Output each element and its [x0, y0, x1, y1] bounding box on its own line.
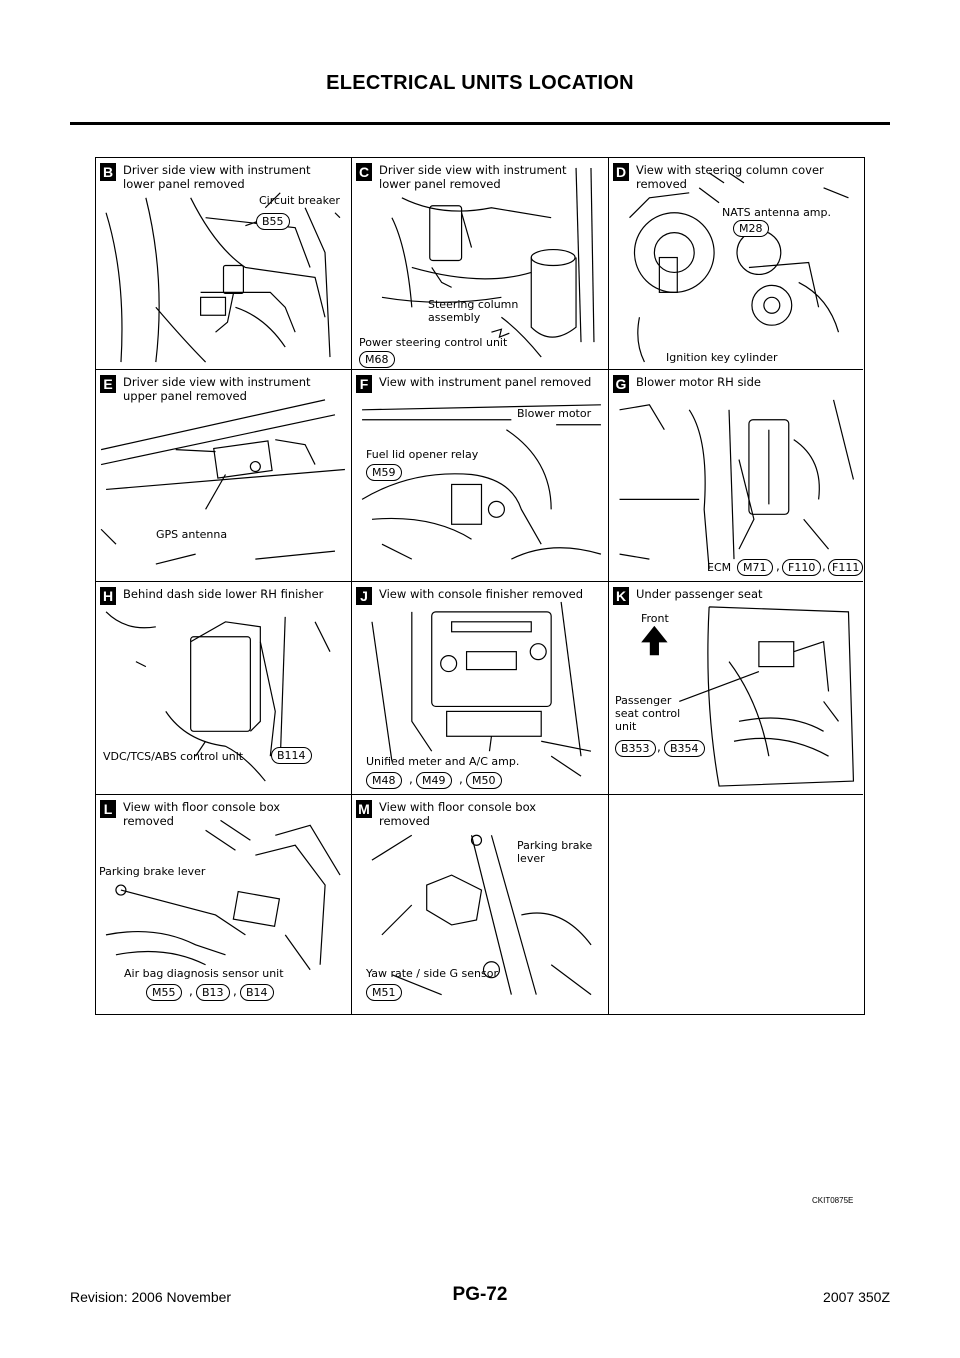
- separator: ,: [776, 559, 780, 573]
- panel-l-heading: View with floor console box removed: [123, 800, 281, 828]
- panel-c: C Driver side view with instrument lower…: [352, 158, 609, 370]
- panel-m-letter: M: [356, 800, 372, 818]
- parking-brake-label: Parking brake lever: [99, 865, 206, 878]
- panel-l: L View with floor console box removed Pa…: [96, 795, 352, 1014]
- figure-code: CKIT0875E: [812, 1196, 854, 1205]
- ignition-key-label: Ignition key cylinder: [666, 351, 778, 364]
- unified-meter-label: Unified meter and A/C amp.: [366, 755, 520, 768]
- panel-m: M View with floor console box removed Pa…: [352, 795, 609, 1014]
- panel-l-illustration: [105, 819, 341, 971]
- passenger-seat-unit-label: Passenger seat control unit: [615, 694, 681, 733]
- panel-c-heading: Driver side view with instrument lower p…: [379, 163, 567, 191]
- title-divider: [70, 122, 890, 125]
- panel-c-illustration: [381, 167, 595, 358]
- location-figure-grid: B Driver side view with instrument lower…: [95, 157, 865, 1015]
- panel-b: B Driver side view with instrument lower…: [96, 158, 352, 370]
- separator: ,: [189, 984, 193, 998]
- panel-g-heading: Blower motor RH side: [636, 375, 762, 389]
- panel-k: K Under passenger seat Front Passenger s…: [609, 582, 863, 795]
- separator: ,: [822, 559, 826, 573]
- blower-motor-label: Blower motor: [517, 407, 592, 420]
- panel-f-heading: View with instrument panel removed: [379, 375, 592, 389]
- nats-antenna-label: NATS antenna amp.: [722, 206, 832, 219]
- panel-l-letter: L: [100, 800, 116, 818]
- separator: ,: [409, 772, 413, 786]
- connector-m68: M68: [359, 351, 395, 368]
- panel-b-heading: Driver side view with instrument lower p…: [123, 163, 311, 191]
- steering-column-label: Steering column assembly: [428, 298, 519, 324]
- page-title: ELECTRICAL UNITS LOCATION: [326, 72, 634, 94]
- front-arrow-icon: [641, 625, 668, 656]
- panel-g-letter: G: [613, 375, 629, 393]
- panel-h-letter: H: [100, 587, 116, 605]
- panel-e-heading: Driver side view with instrument upper p…: [123, 375, 311, 403]
- separator: ,: [657, 740, 661, 754]
- connector-b354: B354: [664, 740, 705, 757]
- panel-k-letter: K: [613, 587, 629, 605]
- connector-m28: M28: [733, 220, 769, 237]
- power-steering-label: Power steering control unit: [359, 336, 508, 349]
- panel-h-heading: Behind dash side lower RH finisher: [123, 587, 324, 601]
- panel-j-illustration: [371, 601, 592, 777]
- panel-j-letter: J: [356, 587, 372, 605]
- gps-antenna-label: GPS antenna: [156, 528, 228, 541]
- panel-d-heading: View with steering column cover removed: [636, 163, 824, 191]
- airbag-sensor-label: Air bag diagnosis sensor unit: [124, 967, 284, 980]
- page-number: PG-72: [452, 1284, 508, 1305]
- yaw-rate-sensor-label: Yaw rate / side G sensor: [366, 967, 498, 980]
- parking-brake-label: Parking brake lever: [517, 839, 593, 865]
- connector-m51: M51: [366, 984, 402, 1001]
- panel-f: F View with instrument panel removed Blo…: [352, 370, 609, 582]
- panel-b-letter: B: [100, 163, 116, 181]
- panel-g-illustration: [619, 399, 855, 570]
- connector-b353: B353: [615, 740, 656, 757]
- connector-m50: M50: [466, 772, 502, 789]
- connector-f111: F111: [828, 559, 863, 576]
- panel-empty: [609, 795, 863, 1014]
- panel-e-illustration: [100, 399, 345, 565]
- panel-g: G Blower motor RH side ECM M71 , F110 , …: [609, 370, 863, 582]
- separator: ,: [233, 984, 237, 998]
- panel-c-letter: C: [356, 163, 372, 181]
- connector-m71: M71: [737, 559, 773, 576]
- connector-b114: B114: [271, 747, 312, 764]
- revision-text: Revision: 2006 November: [70, 1289, 232, 1305]
- vdc-control-unit-label: VDC/TCS/ABS control unit: [103, 750, 244, 763]
- panel-h: H Behind dash side lower RH finisher VDC…: [96, 582, 352, 795]
- separator: ,: [459, 772, 463, 786]
- panel-h-illustration: [105, 611, 331, 782]
- connector-b14: B14: [240, 984, 274, 1001]
- connector-b55: B55: [256, 213, 290, 230]
- panel-j: J View with console finisher removed Uni…: [352, 582, 609, 795]
- panel-f-letter: F: [356, 375, 372, 393]
- panel-e-letter: E: [100, 375, 116, 393]
- circuit-breaker-label: Circuit breaker: [259, 194, 340, 207]
- panel-k-heading: Under passenger seat: [636, 587, 763, 601]
- connector-b13: B13: [196, 984, 230, 1001]
- panel-d: D View with steering column cover remove…: [609, 158, 863, 370]
- panel-f-illustration: [361, 404, 602, 560]
- panel-e: E Driver side view with instrument upper…: [96, 370, 352, 582]
- connector-m59: M59: [366, 464, 402, 481]
- connector-m55: M55: [146, 984, 182, 1001]
- front-label: Front: [641, 612, 669, 625]
- fuel-lid-relay-label: Fuel lid opener relay: [366, 448, 479, 461]
- panel-d-letter: D: [613, 163, 629, 181]
- panel-m-illustration: [371, 834, 592, 996]
- panel-k-illustration: [641, 606, 855, 787]
- ecm-label: ECM: [707, 561, 732, 574]
- panel-m-heading: View with floor console box removed: [379, 800, 537, 828]
- connector-f110: F110: [782, 559, 822, 576]
- connector-m48: M48: [366, 772, 402, 789]
- connector-m49: M49: [416, 772, 452, 789]
- panel-j-heading: View with console finisher removed: [379, 587, 584, 601]
- model-text: 2007 350Z: [823, 1289, 890, 1305]
